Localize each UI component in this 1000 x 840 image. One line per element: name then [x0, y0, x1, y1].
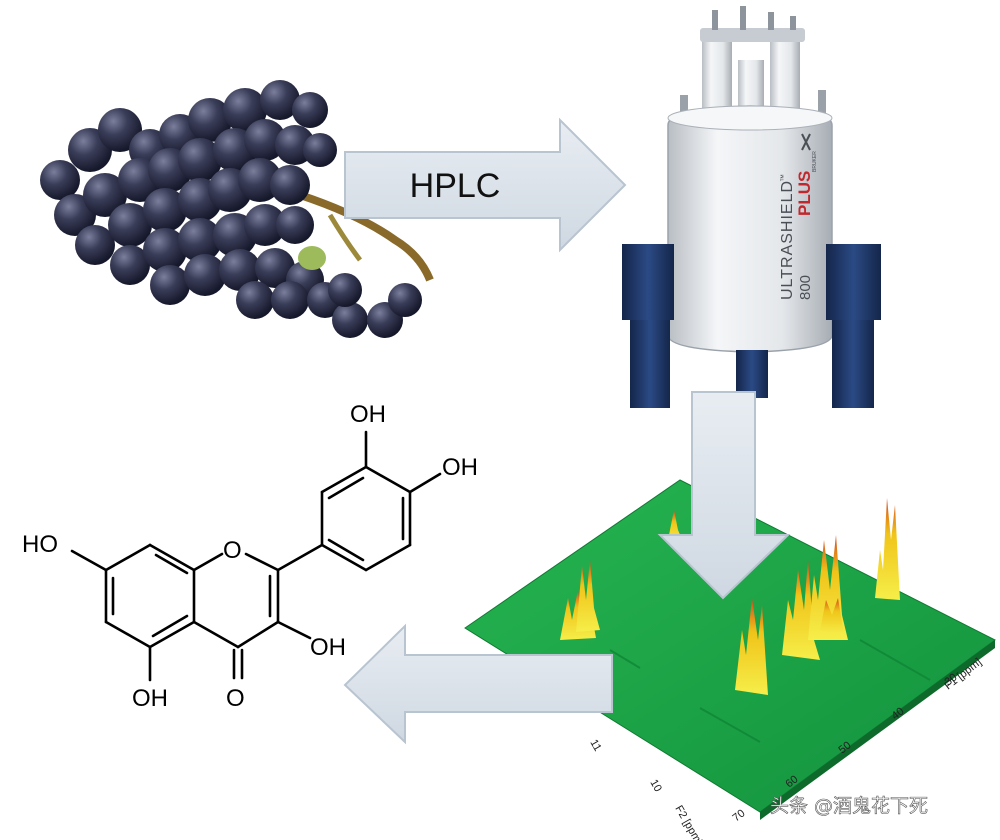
grape: [260, 80, 300, 120]
spectrum-peaks: [560, 498, 900, 695]
f2-tick-label: 11: [587, 738, 603, 754]
grape: [178, 218, 222, 262]
oh-right-label: OH: [442, 454, 478, 481]
grape: [388, 283, 422, 317]
grape: [276, 206, 314, 244]
f1-tick-label: 50: [836, 739, 853, 756]
green-grape: [298, 246, 326, 270]
grape: [110, 245, 150, 285]
down-arrow: [657, 391, 791, 600]
grape: [108, 203, 152, 247]
grape: [292, 92, 328, 128]
grape: [98, 108, 142, 152]
f1-tick-label: 70: [730, 807, 747, 824]
f1-tick-label: 40: [889, 705, 906, 722]
grape: [184, 254, 226, 296]
grape: [236, 281, 274, 319]
hplc-arrow: HPLC: [344, 117, 627, 253]
grape-bunch-image: [40, 80, 434, 338]
quercetin-structure: [70, 430, 442, 682]
grape: [75, 225, 115, 265]
grape: [40, 160, 80, 200]
grape: [244, 119, 286, 161]
magnet-maker: BRUKER: [812, 151, 818, 172]
grape: [270, 165, 310, 205]
quercetin-labels: OH OH HO O OH OH O: [22, 401, 478, 712]
grape: [271, 281, 309, 319]
grape: [223, 88, 267, 132]
left-arrow: [343, 623, 613, 745]
hplc-label: HPLC: [410, 167, 501, 205]
magnet-brand-line1: ULTRASHIELD: [779, 180, 796, 300]
carbonyl-o-label: O: [226, 685, 245, 712]
f2-axis-label: F2 [ppm]: [672, 804, 704, 840]
magnet-brand-tm: ™: [779, 174, 788, 182]
grape: [255, 248, 295, 288]
grape: [150, 265, 190, 305]
ho-left-label: HO: [22, 531, 58, 558]
grape: [332, 302, 368, 338]
f2-tick-labels: 11 10: [587, 738, 664, 795]
grape: [178, 138, 222, 182]
oh-c3-label: OH: [310, 634, 346, 661]
bruker-logo-icon: [801, 133, 811, 151]
grape: [219, 249, 261, 291]
f1-tick-labels: 30 40 50 60 70: [730, 671, 959, 824]
oh-c5-label: OH: [132, 685, 168, 712]
nmr-magnet-image: ULTRASHIELD ™ PLUS 800 BRUKER: [622, 6, 881, 408]
grape: [244, 204, 286, 246]
grape: [143, 228, 187, 272]
grape: [188, 98, 232, 142]
ring-o-label: O: [223, 537, 242, 564]
magnet-model: 800: [797, 275, 814, 300]
oh-top-label: OH: [350, 401, 386, 428]
f1-tick-label: 30: [942, 671, 959, 688]
grape: [83, 173, 127, 217]
grape: [328, 273, 362, 307]
f2-tick-label: 10: [647, 778, 664, 795]
grape: [143, 188, 187, 232]
grape: [303, 133, 337, 167]
f1-tick-label: 60: [783, 773, 800, 790]
magnet-brand-line2: PLUS: [795, 171, 814, 216]
watermark-text: 头条 @酒鬼花下死: [770, 795, 928, 817]
